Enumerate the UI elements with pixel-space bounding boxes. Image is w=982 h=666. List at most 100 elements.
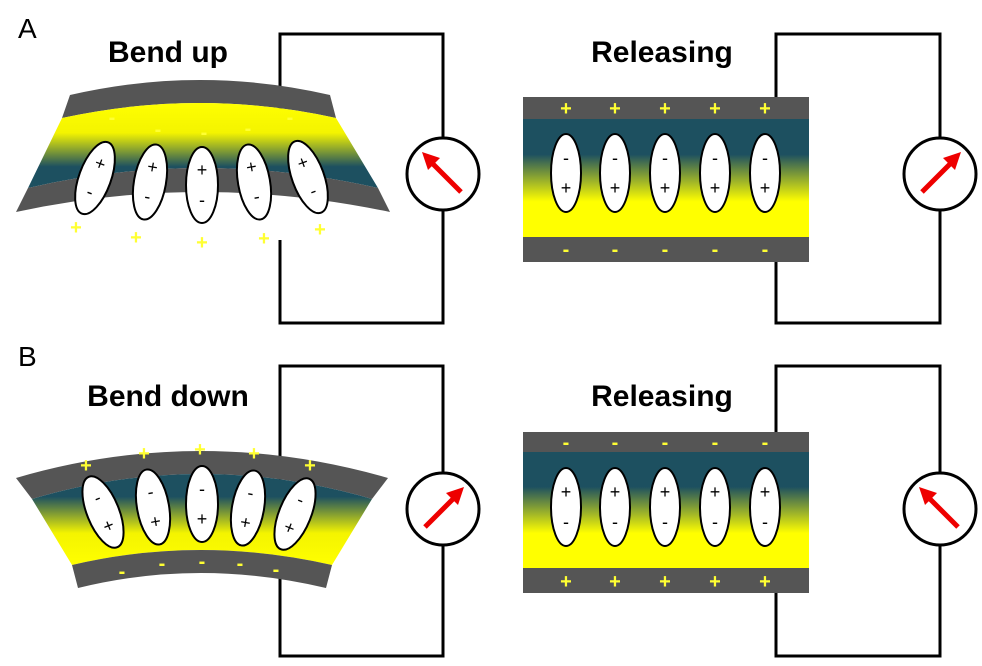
surface-charge: + [560,98,572,120]
dipole: +- [550,467,582,547]
surface-charge: + [248,443,260,465]
surface-charge: + [560,571,572,593]
releasing-a-top-charges: + + + + + [560,98,771,120]
dipole: + - [131,143,169,221]
bend-down-figure: Bend down -+ -+ -+ -+ -+ + + + + + [16,364,481,658]
surface-charge: + [759,98,771,120]
dipole-bottom-charge: - [143,186,152,207]
meter-needle-arrowhead [446,487,464,505]
surface-charge: - [199,551,206,573]
surface-charge: + [709,98,721,120]
surface-charge: + [659,98,671,120]
dipole-top-charge: - [199,479,205,499]
dipole-top-charge: - [146,482,155,503]
surface-charge: - [563,239,570,261]
dipole-bottom-charge: - [199,190,205,210]
surface-charge: - [563,432,570,454]
surface-charge: - [662,432,669,454]
surface-charge: - [119,561,126,583]
releasing-b-top-electrode [523,432,809,452]
releasing-a-top-electrode [523,97,809,119]
meter-icon [405,136,481,212]
surface-charge: + [709,571,721,593]
dipole-top-charge: - [563,148,569,168]
dipole: + - [287,139,329,215]
meter-needle-arrowhead [422,152,440,170]
bend-down-bottom-charges: - - - - - [119,551,280,583]
dipole: -+ [699,133,731,213]
bend-down-title: Bend down [87,380,249,413]
dipole: + - [185,146,219,224]
releasing-a-figure: Releasing -+ -+ -+ -+ -+ + + + + + - - [523,32,978,325]
releasing-b-bottom-charges: + + + + + [560,571,771,593]
surface-charge: - [662,239,669,261]
surface-charge: - [237,553,244,575]
surface-charge: + [659,571,671,593]
releasing-b-dipoles: +- +- +- +- +- [550,467,781,547]
releasing-a-bottom-charges: - - - - - [563,239,769,261]
dipole-top-charge: + [244,156,258,178]
bend-down-circuit-wire [278,364,445,658]
dipole-bottom-charge: - [612,512,618,532]
dipole: -+ [550,133,582,213]
panel-a: A Bend up + - + - [16,13,978,325]
surface-charge: + [609,98,621,120]
dipole-bottom-charge: + [710,178,721,198]
surface-charge: - [612,239,619,261]
bend-up-top-electrode [62,80,336,118]
surface-charge: - [612,432,619,454]
dipole: -+ [134,468,172,546]
surface-charge: + [609,571,621,593]
meter-icon [405,471,481,547]
dipole: -+ [273,477,317,551]
bend-down-bottom-electrode [72,550,332,588]
dipole: + - [235,143,273,221]
surface-charge: - [287,107,294,129]
bend-down-top-charges: + + + + + [80,439,316,477]
dipole-top-charge: + [610,482,621,502]
dipole-top-charge: + [197,160,208,180]
meter-needle [920,161,953,194]
dipole-top-charge: + [561,482,572,502]
dipole: -+ [749,133,781,213]
bend-up-title: Bend up [108,36,228,69]
surface-charge: - [245,118,252,140]
surface-charge: - [712,432,719,454]
meter-needle-arrowhead [919,487,937,505]
bend-up-bottom-charges: + + + + + [70,217,326,254]
meter-needle [430,161,463,194]
releasing-b-title: Releasing [591,380,733,413]
dipole: +- [649,467,681,547]
dipole: -+ [229,469,267,547]
surface-charge: + [759,571,771,593]
dipole-bottom-charge: + [239,512,253,534]
dipole: +- [749,467,781,547]
surface-charge: + [258,228,270,250]
surface-charge: - [762,239,769,261]
bend-down-top-electrode [16,451,388,499]
releasing-b-circuit-wire [774,364,942,658]
bend-down-dipoles: -+ -+ -+ -+ -+ [81,465,317,551]
surface-charge: + [80,455,92,477]
dipole: +- [699,467,731,547]
dipole-bottom-charge: - [662,512,668,532]
meter-needle-arrowhead [943,152,961,170]
releasing-a-dipoles: -+ -+ -+ -+ -+ [550,133,781,213]
bend-up-dipoles: + - + - + - + - [74,139,329,224]
dipole-bottom-charge: + [561,178,572,198]
dipole: +- [599,467,631,547]
dipole-bottom-charge: + [149,511,163,533]
surface-charge: - [109,107,116,129]
releasing-a-circuit-wire [774,32,942,325]
dipole-bottom-charge: - [712,512,718,532]
dipole: -+ [81,475,125,549]
dipole-top-charge: - [612,148,618,168]
releasing-a-title: Releasing [591,36,733,69]
dipole-top-charge: + [760,482,771,502]
dipole-bottom-charge: - [563,512,569,532]
dipole-top-charge: + [710,482,721,502]
surface-charge: - [273,559,280,581]
panel-label-a: A [18,13,37,44]
surface-charge: - [155,119,162,141]
